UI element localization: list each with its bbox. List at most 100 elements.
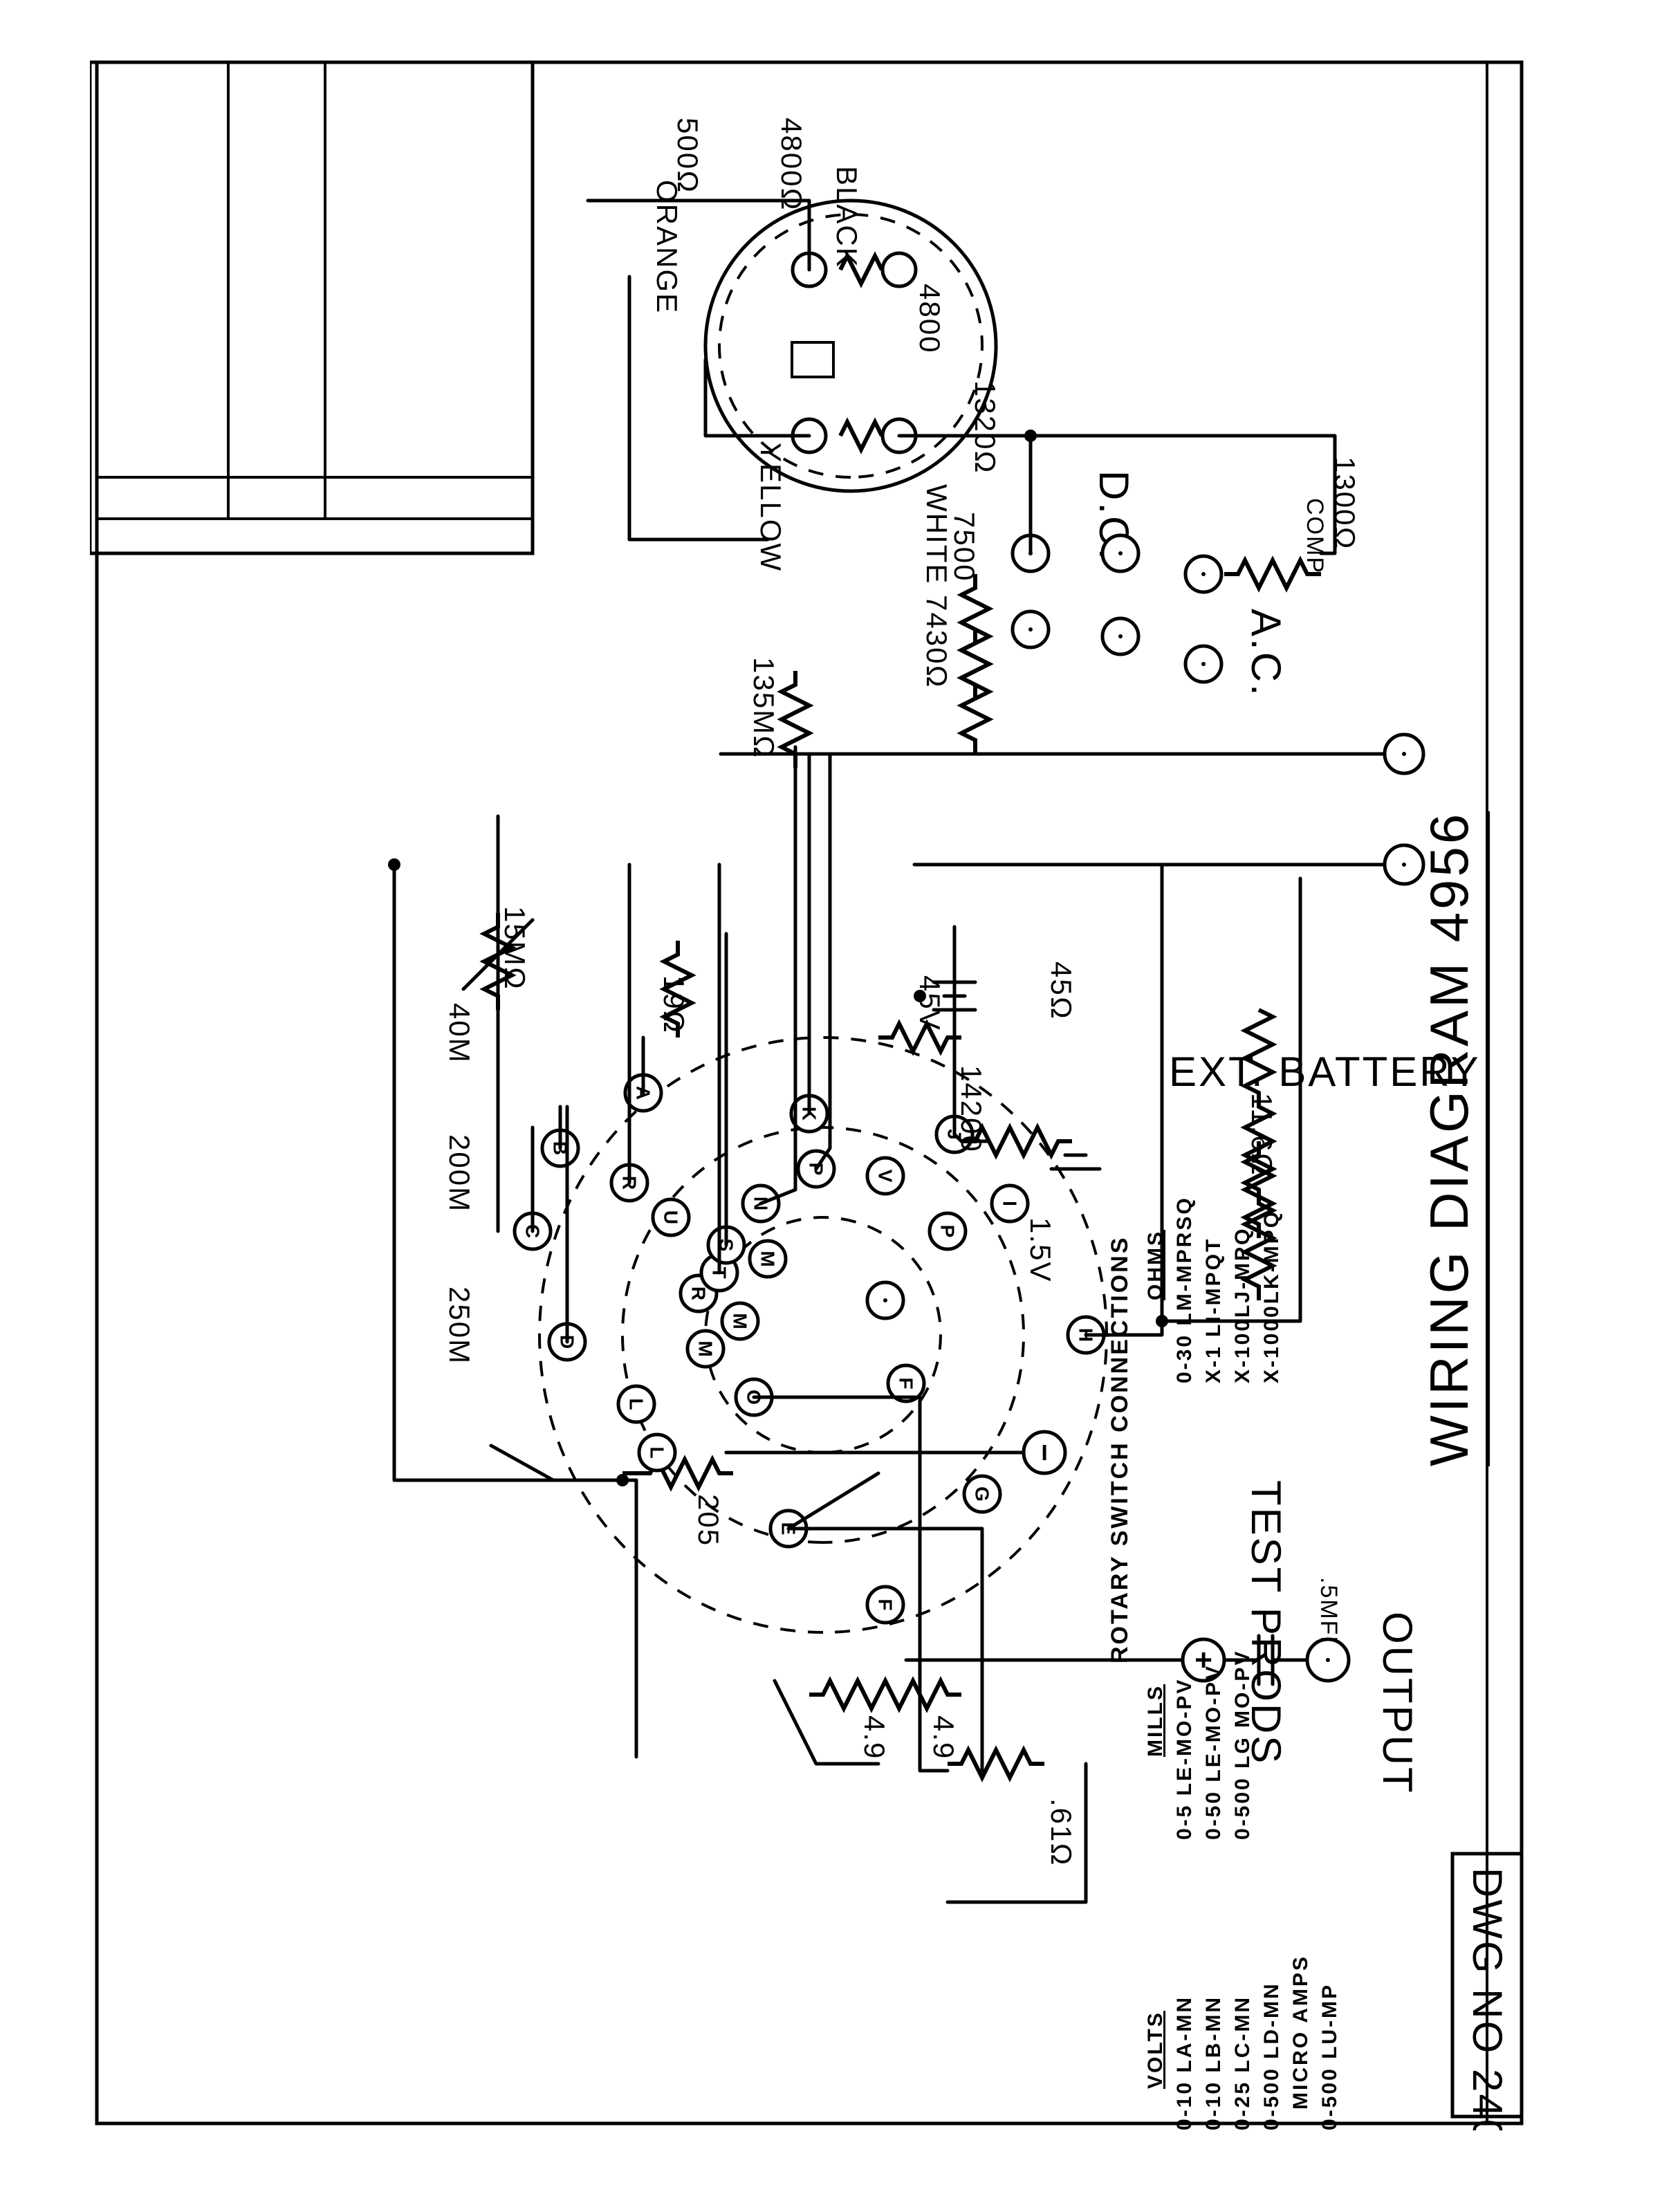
ohms-row: X-1000LK-MPQ	[1260, 1209, 1283, 1383]
table-col-ohms: OHMS 0-30 LM-MPRSQ X-1 LI-MPQT X-100LJ-M…	[1141, 1196, 1286, 1383]
resistor-500-label: 500Ω	[672, 118, 704, 194]
resistor-40m-label: 40M	[443, 1003, 476, 1064]
svg-text:U: U	[661, 1210, 682, 1224]
volts-header: VOLTS	[1144, 2011, 1167, 2089]
ac-jack-3[interactable]	[1100, 616, 1141, 656]
svg-text:V: V	[875, 1170, 896, 1183]
resistor-14200-icon	[878, 1019, 961, 1056]
ohms-row: X-1 LI-MPQT	[1202, 1237, 1225, 1383]
svg-text:L: L	[647, 1446, 668, 1458]
ac-jack-1[interactable]	[1183, 644, 1224, 684]
battery-15v-label: 1.5V	[1024, 1217, 1057, 1282]
output-label: OUTPUT	[1374, 1612, 1421, 1795]
switch-contact-U[interactable]: U	[651, 1197, 691, 1237]
switch-contact-L1[interactable]: L	[637, 1432, 677, 1473]
resistor-49-icon	[809, 1676, 961, 1713]
resistor-14200-label: 14200	[955, 1065, 988, 1153]
ohms-header: OHMS	[1144, 1230, 1167, 1300]
wire-black-label: BLACK	[831, 166, 863, 268]
ac-jack-2[interactable]	[1183, 554, 1224, 594]
resistor-1320-label: 1320Ω	[969, 380, 1001, 474]
wire-yellow-label: YELLOW	[755, 443, 787, 572]
mills-row: 0-500 LG MO-PV	[1231, 1649, 1254, 1840]
volts-row: 0-500 LD-MN	[1260, 1982, 1283, 2130]
resistor-205-icon	[622, 1455, 733, 1492]
resistor-205-label: 205	[692, 1494, 725, 1547]
resistor-49a-label: 4.9	[927, 1715, 960, 1760]
svg-text:+: +	[1187, 1651, 1221, 1669]
svg-text:−: −	[1028, 1444, 1062, 1462]
test-prod-plus-terminal[interactable]: +	[1181, 1637, 1226, 1683]
battery-45v-icon	[932, 980, 977, 1012]
meter-movement	[703, 199, 998, 493]
resistor-15m-icon	[479, 913, 517, 1010]
switch-contact-V[interactable]: V	[865, 1156, 905, 1196]
ext-battery-label: EXT. BATTERY	[1169, 1049, 1481, 1095]
resistor-4800-outer-label: 4800Ω	[775, 118, 808, 212]
ac-jack-4[interactable]	[1100, 533, 1141, 573]
svg-text:M: M	[730, 1313, 751, 1329]
mills-row: 0-50 LE-MO-PV	[1202, 1663, 1225, 1840]
resistor-1300-icon	[1224, 555, 1321, 593]
switch-center	[865, 1280, 905, 1320]
resistor-49b-label: 4.9	[858, 1715, 891, 1760]
svg-text:M: M	[695, 1340, 717, 1356]
rotary-switch-table	[90, 60, 535, 555]
resistor-19-icon	[659, 941, 696, 1038]
switch-contact-P2[interactable]: P	[927, 1211, 968, 1251]
ohms-row: 0-30 LM-MPRSQ	[1173, 1196, 1196, 1383]
svg-text:R: R	[688, 1287, 710, 1300]
resistor-135m-label: 135MΩ	[748, 657, 780, 759]
resistor-45-label: 45Ω	[1045, 961, 1078, 1020]
wire-white-label: WHITE	[921, 484, 953, 584]
resistor-135m-icon	[777, 671, 814, 768]
rotary-switch-table-title: ROTARY SWITCH CONNECTIONS	[1107, 1235, 1133, 1663]
mills-row: 0-5 LE-MO-PV	[1173, 1677, 1196, 1840]
switch-contact-M3[interactable]: M	[685, 1329, 726, 1369]
mills-header: MILLS	[1144, 1684, 1167, 1757]
drawing-number-box: DWG NO 240 W	[1450, 1852, 1524, 2130]
switch-contact-M1[interactable]: M	[748, 1239, 788, 1279]
ext-battery-minus-terminal[interactable]	[1383, 732, 1425, 775]
switch-contact-E[interactable]: E	[768, 1509, 809, 1549]
switch-contact-F2[interactable]: F	[886, 1363, 926, 1403]
ohms-row: X-100LJ-MPQ	[1231, 1226, 1254, 1383]
svg-text:L: L	[626, 1398, 647, 1410]
battery-45v-label: 45V	[914, 975, 946, 1031]
resistor-061-label: .61Ω	[1045, 1798, 1078, 1867]
resistor-061-icon	[948, 1745, 1044, 1782]
svg-text:F: F	[875, 1598, 896, 1610]
output-terminal[interactable]	[1305, 1637, 1351, 1683]
switch-contact-I[interactable]: I	[990, 1183, 1030, 1224]
resistor-4800-inner-label: 4800	[914, 284, 946, 353]
resistor-7500-label: 7500	[948, 512, 981, 582]
volts-row: MICRO AMPS	[1289, 1955, 1312, 2110]
battery-15v-icon	[1049, 1153, 1102, 1171]
volts-row: 0-25 LC-MN	[1231, 1995, 1254, 2130]
resistor-chain-40m-250m-icon	[1240, 1008, 1277, 1300]
svg-text:F: F	[896, 1377, 917, 1389]
rotary-table-text	[90, 55, 533, 553]
test-prod-minus-terminal[interactable]: −	[1022, 1430, 1067, 1475]
resistor-15m-label: 15MΩ	[499, 906, 531, 990]
volts-row: 0-500 LU-MP	[1318, 1982, 1341, 2130]
switch-contact-G[interactable]: G	[962, 1474, 1002, 1514]
test-prods-label: TEST PRODS	[1243, 1480, 1289, 1765]
volts-row: 0-10 LB-MN	[1202, 1995, 1225, 2130]
switch-contact-L2[interactable]: L	[616, 1384, 656, 1424]
ac-label: A.C.	[1243, 609, 1289, 698]
sheet-border	[95, 60, 1524, 2126]
svg-text:M: M	[757, 1251, 779, 1266]
resistor-7430-label: 7430Ω	[921, 595, 953, 689]
resistor-200m-label: 200M	[443, 1134, 476, 1213]
svg-text:G: G	[972, 1486, 993, 1502]
drawing-number: DWG NO 240 W	[1464, 1868, 1511, 2130]
resistor-45-icon	[961, 1123, 1072, 1160]
volts-row: 0-10 LA-MN	[1173, 1995, 1196, 2130]
switch-contact-F[interactable]: F	[865, 1585, 905, 1625]
wiring-diagram: DWG NO 240 W OUTPUT TEST PRODS .5MFD + −…	[90, 60, 1524, 2130]
svg-text:I: I	[999, 1201, 1021, 1206]
resistor-7500-icon	[957, 574, 994, 699]
switch-contact-M2[interactable]: M	[720, 1301, 760, 1341]
dc-jack-1[interactable]	[1010, 609, 1051, 649]
